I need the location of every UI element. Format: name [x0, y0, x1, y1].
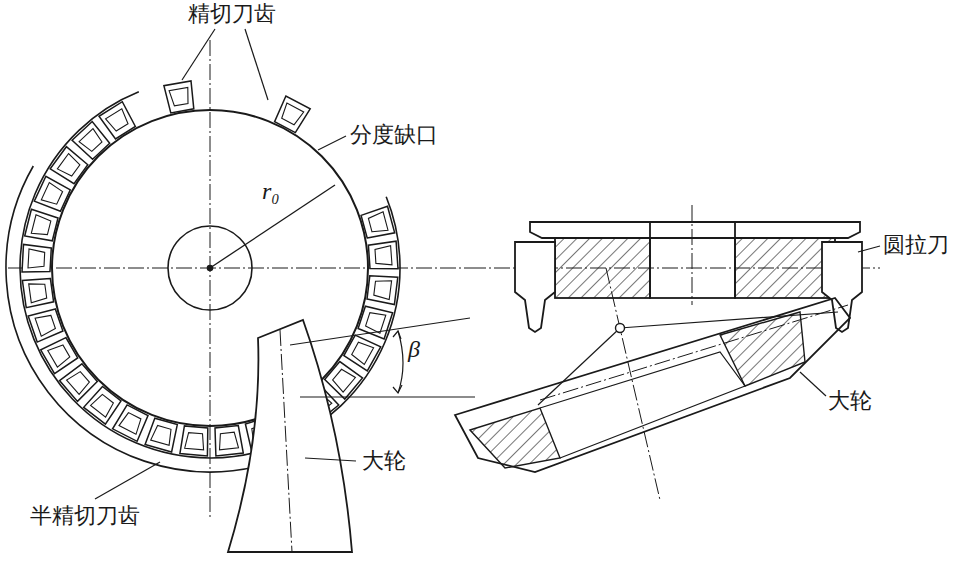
- ring-helper: [13, 0, 393, 194]
- tooth-face: [185, 433, 204, 450]
- hatched-section: [470, 408, 560, 468]
- tooth-face: [366, 313, 386, 334]
- tooth-face: [41, 183, 62, 205]
- angle-symbol: β: [408, 336, 420, 364]
- center-line: [692, 205, 693, 305]
- cone-line: [538, 328, 620, 405]
- cutter-tooth: [60, 364, 98, 402]
- semi-finish-arc: [6, 166, 263, 472]
- cutter-tooth: [367, 276, 398, 305]
- tooth-face: [352, 342, 374, 364]
- cutter-tooth: [28, 309, 63, 342]
- tooth-face: [28, 249, 45, 268]
- tooth-face: [48, 345, 70, 367]
- cutter-ring: [20, 92, 400, 458]
- cutter-tooth: [361, 206, 395, 238]
- tooth-face: [119, 413, 141, 435]
- bore: [650, 222, 735, 298]
- tooth-face: [35, 315, 55, 336]
- tooth-face: [282, 103, 304, 125]
- broach-tooth: [515, 242, 555, 332]
- part-name: 大轮: [362, 448, 406, 473]
- pitch-line: [540, 305, 848, 400]
- tooth-face: [368, 212, 388, 232]
- inclined-line: [290, 318, 470, 345]
- cutter-tooth: [72, 122, 110, 160]
- tooth-face: [29, 284, 47, 303]
- reference-line: [300, 396, 475, 397]
- hatched-section: [720, 312, 805, 386]
- cutter-tooth: [164, 81, 194, 113]
- radius-symbol: r₀: [262, 178, 280, 206]
- hatched-section: [735, 238, 835, 298]
- gear-axis: [280, 330, 292, 552]
- tooth-face: [31, 215, 51, 235]
- gear-section: [455, 298, 850, 472]
- part-name: 圆拉刀: [883, 232, 949, 257]
- cone-line: [620, 312, 838, 328]
- leader-line: [318, 136, 346, 150]
- cutter-tooth: [368, 241, 398, 269]
- cutter-tooth: [22, 244, 51, 272]
- tooth-face: [169, 87, 188, 106]
- part-name: 分度缺口: [350, 122, 438, 147]
- cutter-tooth: [145, 418, 177, 452]
- angle-arc: [398, 331, 403, 393]
- tooth-face: [220, 432, 239, 450]
- gear-axis: [606, 268, 660, 500]
- tooth-face: [333, 369, 356, 392]
- cutter-tooth: [84, 387, 121, 425]
- leader-line: [245, 29, 268, 100]
- cutter-tooth: [99, 102, 135, 139]
- cutter-tooth: [34, 176, 70, 211]
- cutter-tooth: [50, 147, 88, 184]
- pivot: [616, 324, 625, 333]
- tooth-face: [79, 129, 102, 152]
- cutter-plate: [530, 222, 860, 238]
- cutter-tooth: [344, 335, 381, 371]
- hatched-section: [555, 238, 650, 298]
- part-name: 大轮: [828, 388, 872, 413]
- leader-line: [800, 372, 826, 396]
- cutter-tooth: [25, 209, 58, 241]
- tooth-face: [57, 154, 80, 177]
- cutter-tooth: [215, 426, 243, 456]
- cutter-tooth: [22, 279, 53, 308]
- center-line: [210, 40, 211, 520]
- tooth-face: [106, 109, 128, 131]
- arrow-head: [393, 331, 401, 339]
- cutter-tooth: [180, 426, 208, 456]
- part-name: 精切刀齿: [188, 1, 276, 26]
- tooth-face: [374, 281, 392, 300]
- leader-line: [858, 246, 880, 252]
- tooth-face: [151, 426, 171, 446]
- cutter-tooth: [113, 405, 148, 441]
- leader-line: [305, 458, 356, 461]
- arrow-head: [393, 385, 402, 393]
- part-name: 半精切刀齿: [30, 503, 140, 528]
- gear-piece: [228, 320, 352, 552]
- tooth-face: [375, 246, 392, 265]
- leader-line: [182, 29, 215, 80]
- tooth-face: [91, 394, 114, 417]
- leader-line: [95, 462, 160, 499]
- cutter-tooth: [41, 338, 78, 374]
- cutter-tooth: [275, 96, 311, 133]
- cutter-teeth: [20, 81, 400, 458]
- cutter-tooth: [325, 362, 363, 400]
- tooth-face: [67, 372, 90, 395]
- broach-tooth: [822, 242, 862, 332]
